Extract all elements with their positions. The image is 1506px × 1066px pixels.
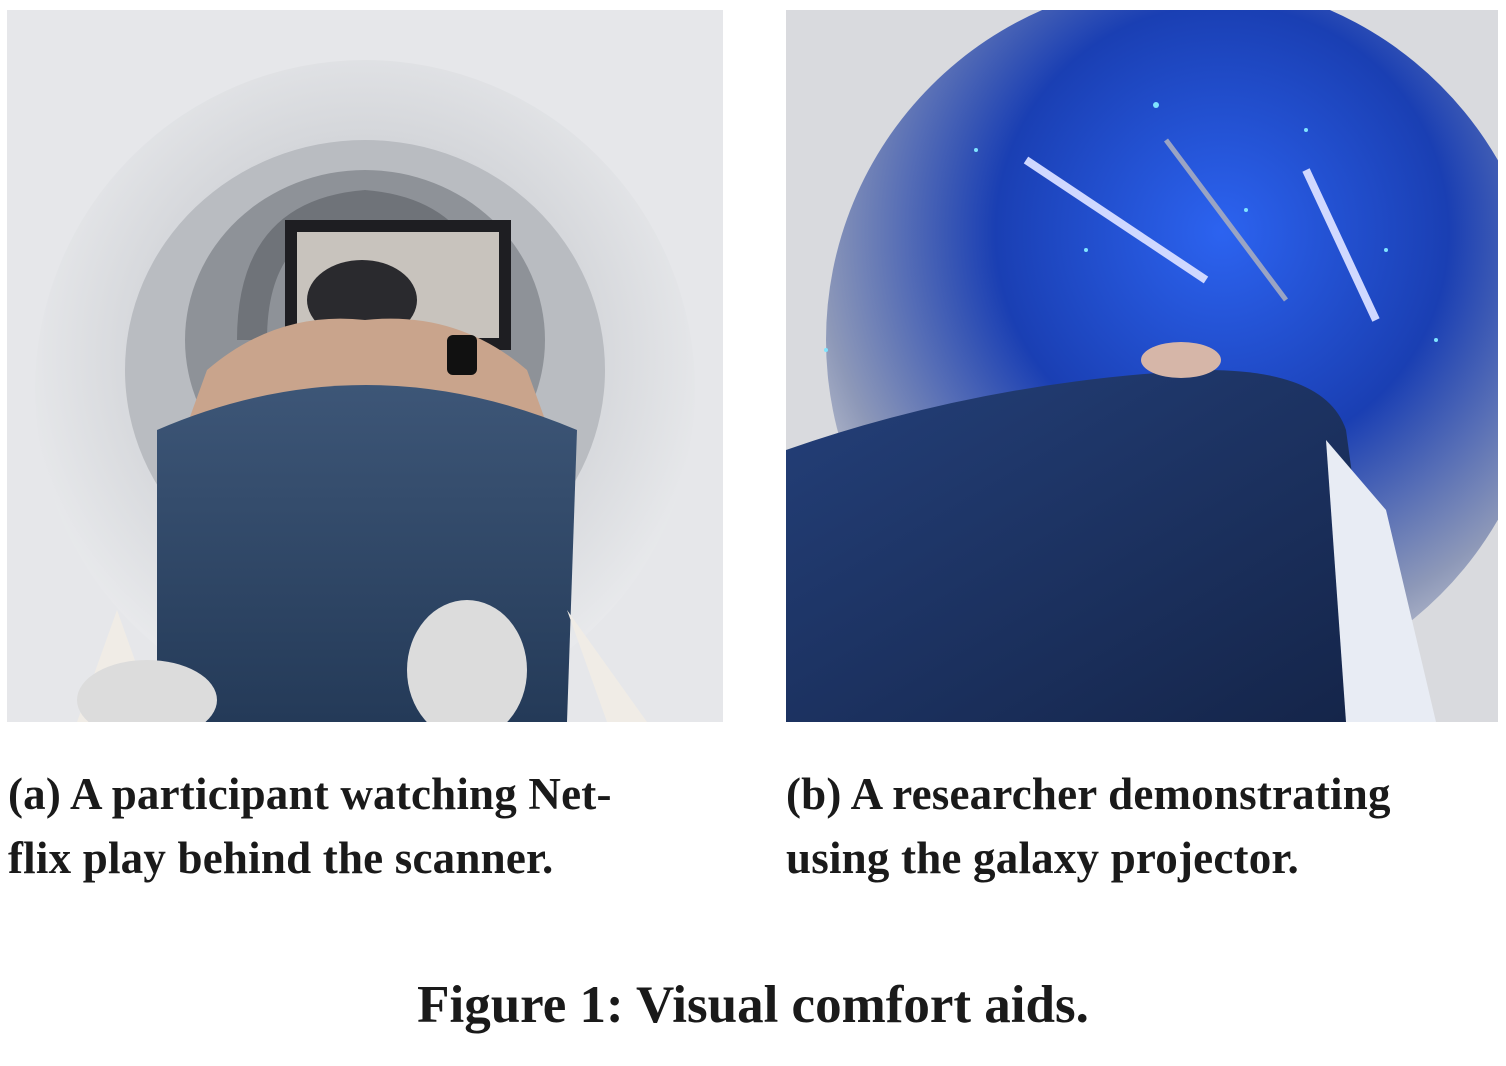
photo-galaxy-projector bbox=[786, 10, 1498, 722]
caption-b-line-1: (b) A researcher demonstrating bbox=[786, 769, 1391, 819]
caption-a-line-2: flix play behind the scanner. bbox=[8, 833, 554, 883]
caption-b-line-2: using the galaxy projector. bbox=[786, 833, 1299, 883]
subfigure-caption-b: (b) A researcher demonstrating using the… bbox=[786, 762, 1506, 890]
figure-caption: Figure 1: Visual comfort aids. bbox=[417, 976, 1089, 1034]
subfigure-caption-a: (a) A participant watching Net- flix pla… bbox=[8, 762, 738, 890]
photo-participant-scanner bbox=[7, 10, 723, 722]
caption-a-line-1: (a) A participant watching Net- bbox=[8, 769, 612, 819]
scanner-photo-a-illustration bbox=[7, 10, 723, 722]
scanner-photo-b-illustration bbox=[786, 10, 1498, 722]
